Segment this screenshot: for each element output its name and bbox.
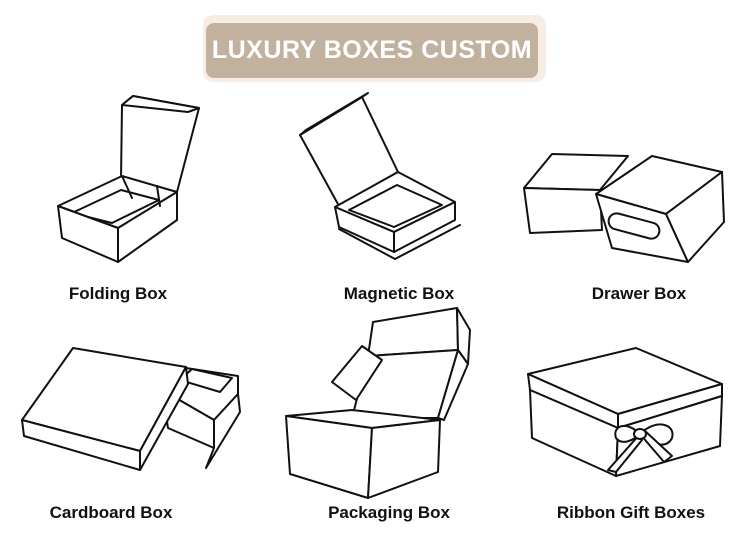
ribbon-gift-box-icon	[527, 347, 723, 477]
magnetic-box-label: Magnetic Box	[343, 284, 455, 303]
magnetic-box-icon	[299, 92, 461, 260]
folding-box-icon	[57, 95, 200, 263]
packaging-box-icon	[285, 307, 471, 499]
drawer-box-label: Drawer Box	[591, 284, 687, 303]
drawer-box-icon	[523, 153, 725, 263]
banner-title: LUXURY BOXES CUSTOM	[206, 23, 538, 78]
packaging-box-label: Packaging Box	[328, 503, 450, 522]
ribbon-gift-boxes-label: Ribbon Gift Boxes	[556, 503, 706, 522]
cardboard-box-label: Cardboard Box	[49, 503, 173, 522]
cardboard-box-icon	[21, 347, 241, 471]
folding-box-label: Folding Box	[68, 284, 168, 303]
